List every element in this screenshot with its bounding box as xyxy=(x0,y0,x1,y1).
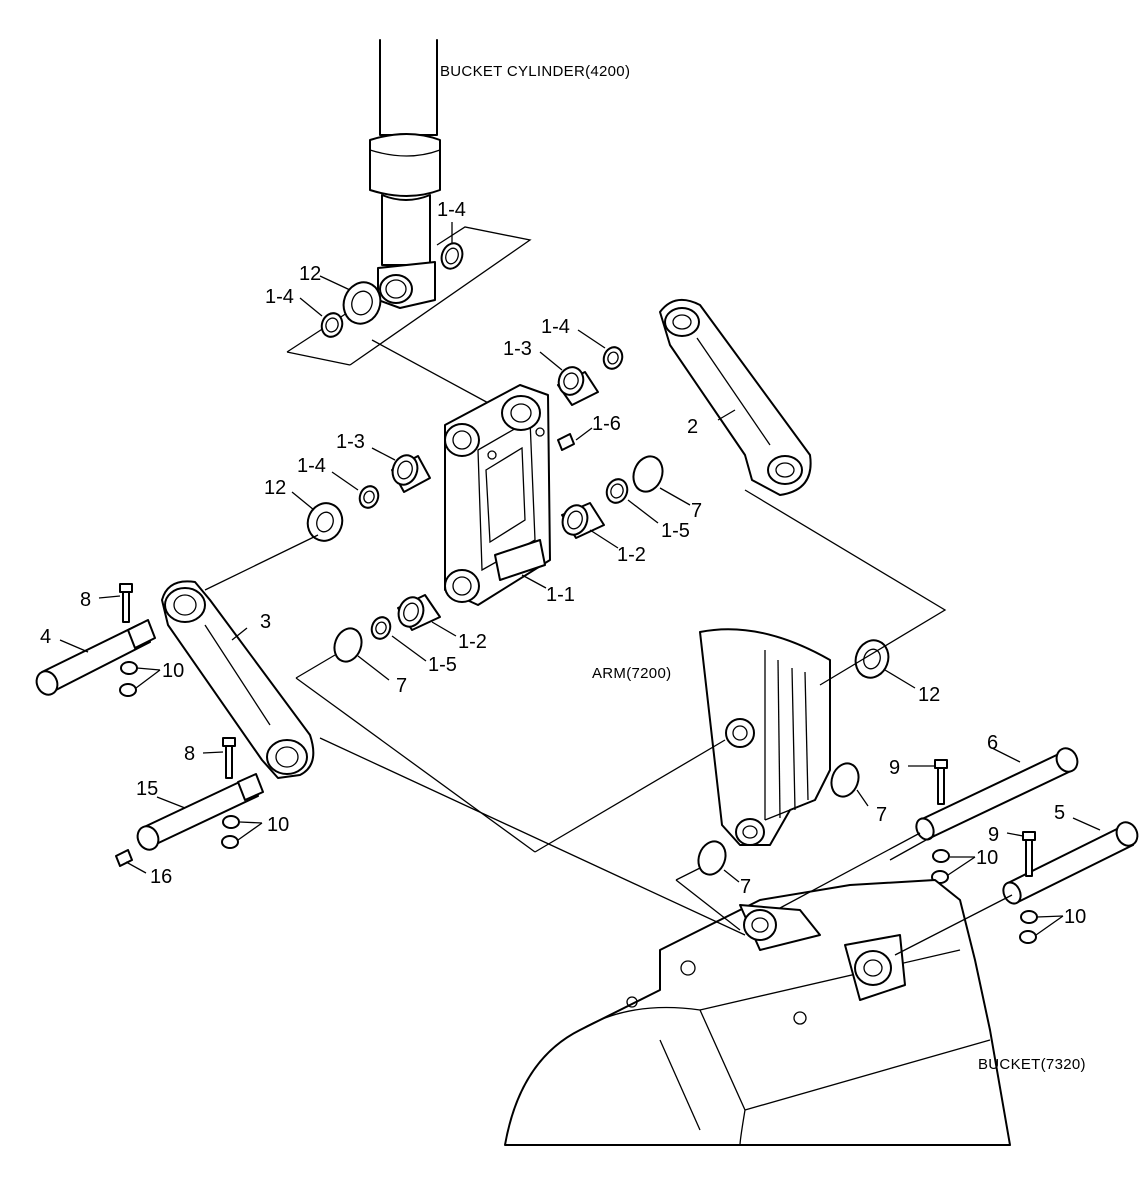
callout-6: 6 xyxy=(987,732,998,754)
callout-12-top: 12 xyxy=(299,263,321,285)
pin-15 xyxy=(115,737,264,867)
bucket-cylinder-ref: BUCKET CYLINDER(4200) xyxy=(440,63,630,80)
pin-4 xyxy=(35,583,156,697)
callout-8-top: 8 xyxy=(80,589,91,611)
arm xyxy=(699,628,831,846)
link-1-1 xyxy=(444,384,551,606)
callout-12-left: 12 xyxy=(264,477,286,499)
callout-1-3-right: 1-3 xyxy=(503,338,532,360)
callout-16: 16 xyxy=(150,866,172,888)
callout-15: 15 xyxy=(136,778,158,800)
leader-lines xyxy=(59,222,1101,936)
callout-1-5-right: 1-5 xyxy=(661,520,690,542)
callout-1-3-left: 1-3 xyxy=(336,431,365,453)
link-3 xyxy=(161,580,315,779)
link-bushings xyxy=(306,346,664,663)
callout-2: 2 xyxy=(687,416,698,438)
bucket-ref: BUCKET(7320) xyxy=(978,1056,1086,1073)
callout-1-1: 1-1 xyxy=(546,584,575,606)
callout-1-4-right: 1-4 xyxy=(541,316,570,338)
callout-7-right: 7 xyxy=(691,500,702,522)
pin-6 xyxy=(915,747,1079,884)
callout-7-left: 7 xyxy=(396,675,407,697)
callout-9-top: 9 xyxy=(889,757,900,779)
arm-ref: ARM(7200) xyxy=(592,665,671,682)
callout-1-2-left: 1-2 xyxy=(458,631,487,653)
callout-9-bottom: 9 xyxy=(988,824,999,846)
callout-8-bottom: 8 xyxy=(184,743,195,765)
callout-1-4-mid: 1-4 xyxy=(297,455,326,477)
callout-1-2-right: 1-2 xyxy=(617,544,646,566)
pin-5 xyxy=(1002,821,1139,944)
link-2 xyxy=(659,298,812,496)
arm-seals xyxy=(697,639,890,876)
assembly-lines xyxy=(204,489,1013,956)
callout-1-5-left: 1-5 xyxy=(428,654,457,676)
callout-1-4-left: 1-4 xyxy=(265,286,294,308)
cylinder-pin-rings xyxy=(320,242,464,338)
bucket-cylinder xyxy=(369,39,441,309)
callout-10-right-top: 10 xyxy=(976,847,998,869)
callout-4: 4 xyxy=(40,626,51,648)
bucket xyxy=(504,879,1011,1146)
callout-7-arm: 7 xyxy=(876,804,887,826)
callout-3: 3 xyxy=(260,611,271,633)
callout-12-right: 12 xyxy=(918,684,940,706)
callout-1-4-top: 1-4 xyxy=(437,199,466,221)
callout-10-right-bottom: 10 xyxy=(1064,906,1086,928)
callout-10-top: 10 xyxy=(162,660,184,682)
callout-1-6: 1-6 xyxy=(592,413,621,435)
callout-7-arm-bottom: 7 xyxy=(740,876,751,898)
callout-10-mid: 10 xyxy=(267,814,289,836)
callout-5: 5 xyxy=(1054,802,1065,824)
